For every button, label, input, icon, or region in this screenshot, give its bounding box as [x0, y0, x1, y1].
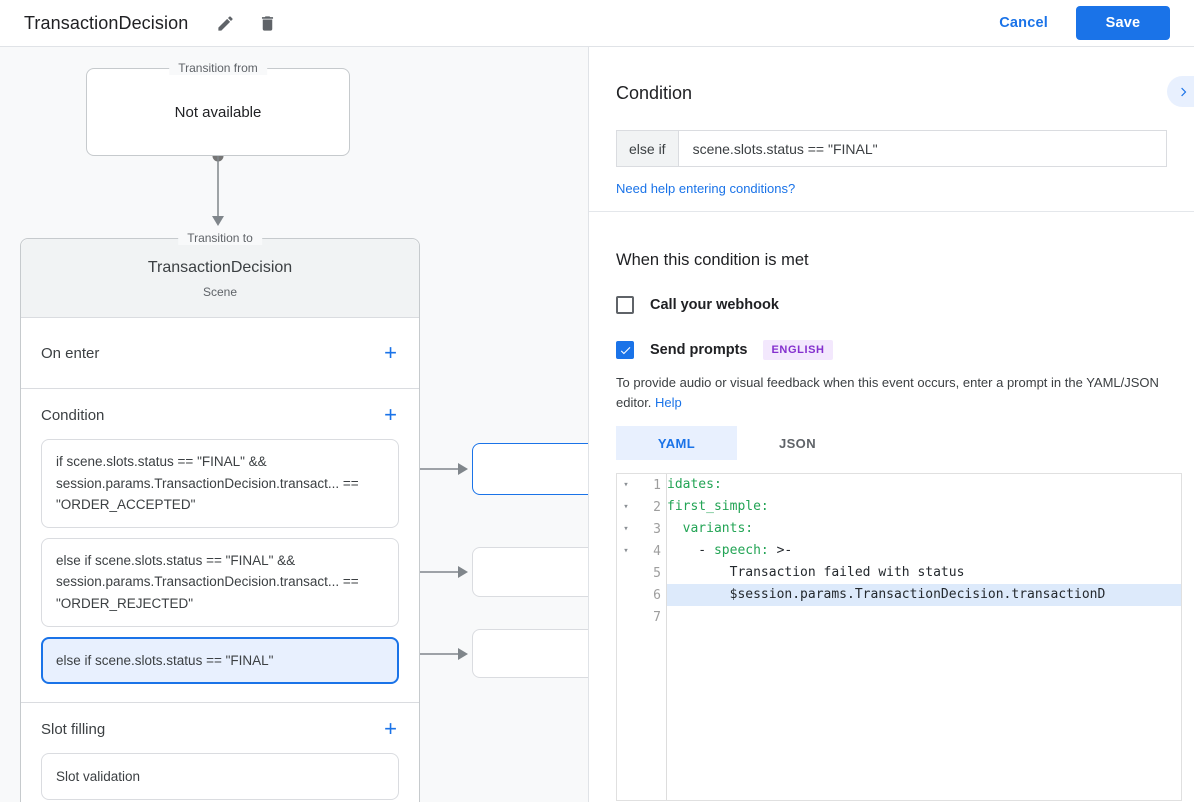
on-enter-row: On enter +: [21, 318, 419, 389]
fold-arrow-icon[interactable]: ▾: [623, 546, 629, 556]
transition-from-legend: Transition from: [169, 61, 267, 75]
top-header: TransactionDecision Cancel Save: [0, 0, 1194, 47]
chevron-right-icon: [1180, 87, 1186, 96]
slot-filling-label: Slot filling: [41, 720, 106, 738]
webhook-label: Call your webhook: [650, 297, 779, 313]
transition-from-box[interactable]: Transition from Not available: [86, 61, 350, 156]
checkmark-icon: [620, 346, 630, 354]
line-number: 7: [653, 609, 661, 625]
line-number: 4: [653, 543, 661, 559]
pencil-icon: [218, 15, 233, 31]
slot-items: Slot validation: [41, 753, 399, 801]
add-condition-button[interactable]: +: [384, 402, 397, 427]
prompt-description: To provide audio or visual feedback when…: [616, 373, 1166, 412]
fold-arrow-icon[interactable]: ▾: [623, 524, 629, 534]
code-line[interactable]: - speech: >-: [667, 543, 793, 558]
fold-arrow-icon[interactable]: ▾: [623, 480, 629, 490]
condition-section: Condition + if scene.slots.status == "FI…: [21, 389, 419, 704]
prompt-description-text: To provide audio or visual feedback when…: [616, 375, 1159, 410]
scene-subtitle: Scene: [202, 285, 238, 299]
code-line[interactable]: Transaction failed with status: [667, 565, 965, 580]
slot-item[interactable]: Slot validation: [41, 753, 399, 801]
code-line[interactable]: variants:: [667, 521, 754, 536]
condition-detail-panel: Condition else if Need help entering con…: [588, 47, 1194, 802]
condition-panel-heading: Condition: [616, 83, 693, 103]
send-prompts-row: Send prompts ENGLISH: [616, 340, 1166, 360]
delete-button[interactable]: [256, 12, 278, 34]
flow-canvas: Transition from Not available Transition…: [0, 47, 588, 802]
slot-filling-section: Slot filling + Slot validation: [21, 703, 419, 802]
condition-item[interactable]: else if scene.slots.status == "FINAL" &&…: [41, 537, 399, 627]
condition-help-link[interactable]: Need help entering conditions?: [616, 181, 796, 196]
transition-to-legend: Transition to: [178, 231, 262, 245]
condition-item[interactable]: else if scene.slots.status == "FINAL": [41, 636, 399, 685]
fold-arrow-icon[interactable]: ▾: [623, 502, 629, 512]
line-number: 3: [653, 521, 661, 537]
send-prompts-label: Send prompts: [650, 342, 748, 358]
tab-json[interactable]: JSON: [737, 426, 858, 460]
webhook-checkbox[interactable]: [616, 296, 634, 314]
on-enter-label: On enter: [41, 344, 100, 362]
transition-target-box[interactable]: [472, 629, 588, 678]
send-prompts-checkbox[interactable]: [616, 341, 634, 359]
editor-code-area[interactable]: idates: first_simple: variants: - speech:…: [667, 474, 1181, 800]
code-line[interactable]: first_simple:: [667, 499, 769, 514]
condition-prefix: else if: [616, 130, 678, 167]
help-link[interactable]: Help: [655, 394, 682, 410]
code-line[interactable]: idates:: [667, 477, 722, 492]
collapse-panel-button[interactable]: [1167, 76, 1194, 107]
scene-title: TransactionDecision: [147, 259, 293, 276]
webhook-row: Call your webhook: [616, 296, 1166, 314]
when-met-heading: When this condition is met: [616, 251, 809, 269]
transition-target-box[interactable]: [472, 547, 588, 597]
transition-to-card: Transition to TransactionDecision Scene …: [20, 231, 420, 802]
page-title: TransactionDecision: [24, 12, 189, 33]
editor-gutter: ▾ 1 ▾ 2 ▾ 3 ▾ 4 5 6 7: [617, 474, 667, 800]
line-number: 5: [653, 565, 661, 581]
language-badge: ENGLISH: [763, 340, 833, 360]
condition-expression-input[interactable]: [677, 130, 1167, 167]
line-number: 2: [653, 499, 661, 515]
add-slot-button[interactable]: +: [384, 716, 397, 742]
condition-expression-row: else if: [616, 130, 1167, 167]
cancel-button[interactable]: Cancel: [999, 15, 1048, 31]
condition-item[interactable]: if scene.slots.status == "FINAL" && sess…: [41, 439, 399, 528]
transition-from-value: Not available: [174, 103, 262, 121]
transition-target-box[interactable]: [472, 443, 588, 495]
add-on-enter-button[interactable]: +: [384, 340, 397, 365]
condition-label: Condition: [41, 406, 105, 424]
code-line[interactable]: [667, 606, 1181, 628]
line-number: 6: [653, 587, 661, 603]
edit-button[interactable]: [214, 12, 236, 34]
condition-items: if scene.slots.status == "FINAL" && sess…: [41, 439, 399, 685]
tab-yaml[interactable]: YAML: [616, 426, 737, 460]
code-line[interactable]: $session.params.TransactionDecision.tran…: [667, 584, 1181, 606]
save-button[interactable]: Save: [1076, 6, 1170, 40]
yaml-editor[interactable]: ▾ 1 ▾ 2 ▾ 3 ▾ 4 5 6 7 idates: first_simple: variant…: [616, 473, 1182, 801]
line-number: 1: [653, 477, 661, 493]
scene-header[interactable]: TransactionDecision Scene: [21, 239, 419, 318]
trash-icon: [261, 15, 273, 31]
